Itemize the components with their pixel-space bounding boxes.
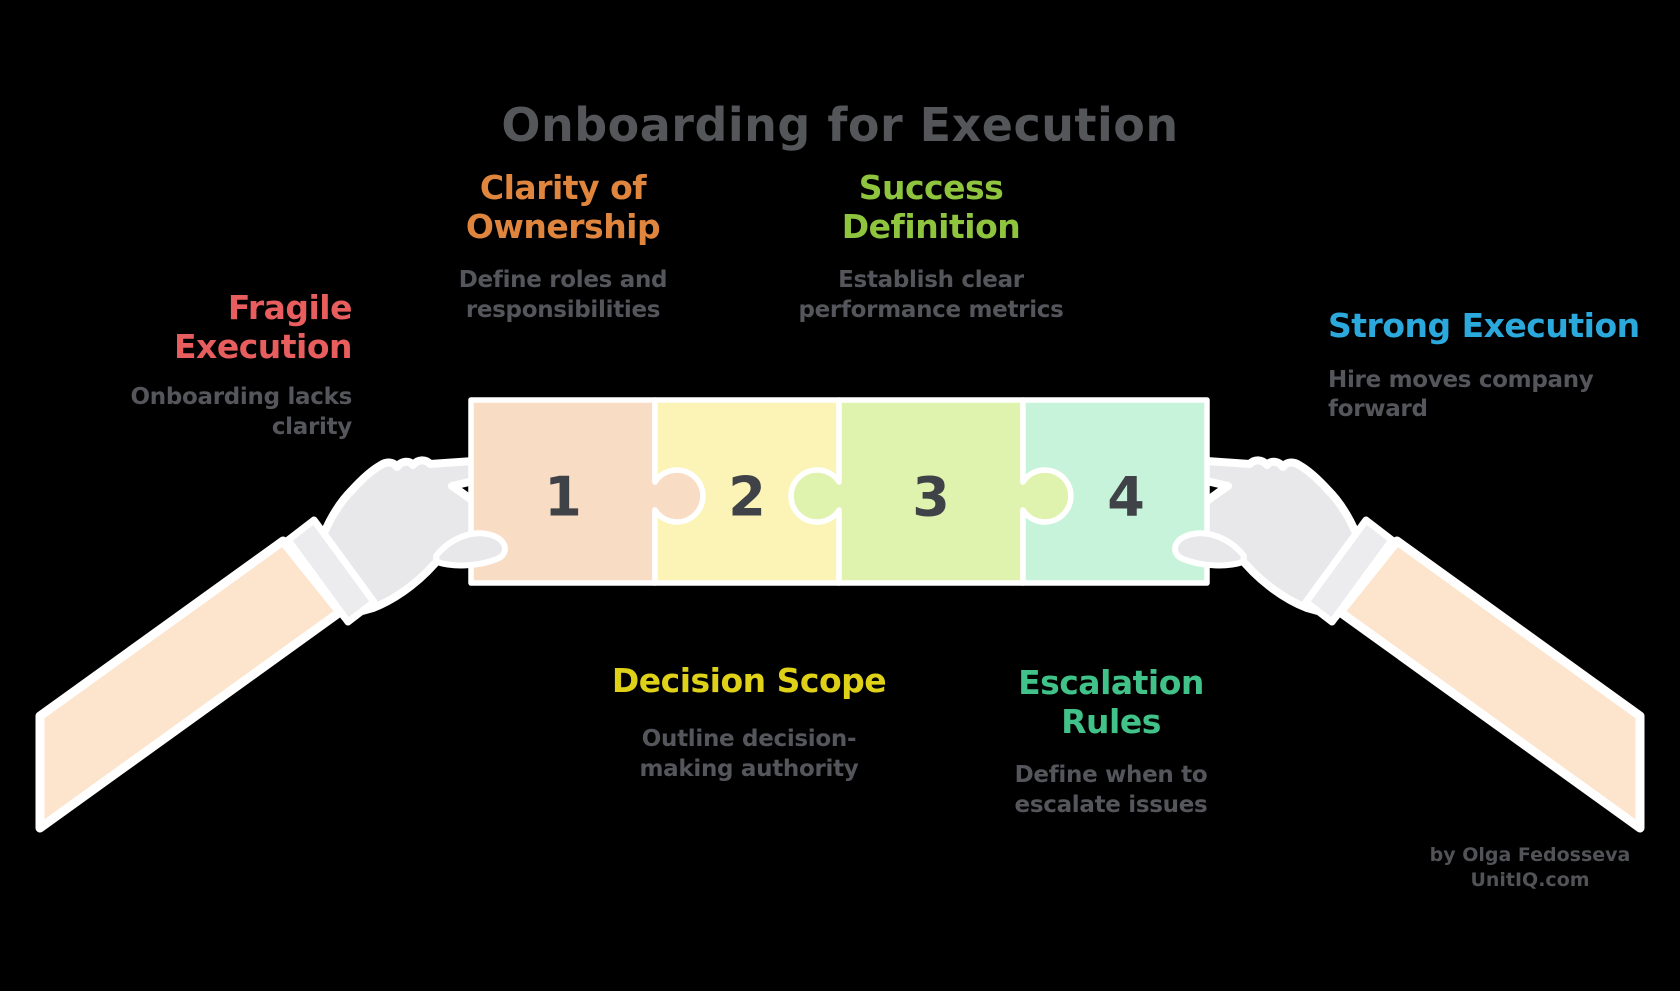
callout-strong-heading-line1: Strong Execution (1328, 306, 1640, 345)
callout-clarity-body-line2: responsibilities (465, 297, 661, 323)
callout-clarity-body-line1: Define roles and (458, 267, 668, 293)
callout-fragile-body-line2: clarity (271, 414, 352, 440)
attribution-site: UnitIQ.com (1470, 869, 1590, 891)
callout-clarity-heading-line2: Ownership (465, 207, 661, 246)
piece-number-4: 4 (1107, 466, 1145, 529)
callout-success-body-line2: performance metrics (798, 297, 1064, 323)
callout-fragile-heading-line2: Execution (173, 327, 353, 366)
callout-escalation-heading-line2: Rules (1061, 702, 1161, 741)
callout-escalation-body: Define when to escalate issues (961, 760, 1261, 820)
left-arm-geometry (40, 460, 506, 828)
callout-decision-heading: Decision Scope (599, 661, 899, 700)
callout-decision-body-line1: Outline decision- (641, 726, 857, 752)
callout-decision-body: Outline decision- making authority (599, 724, 899, 784)
callout-decision-body-line2: making authority (639, 756, 859, 782)
callout-fragile-heading: Fragile Execution (102, 288, 353, 366)
callout-strong-body: Hire moves company forward (1328, 366, 1668, 424)
callout-fragile-heading-line1: Fragile (227, 288, 353, 327)
attribution: by Olga Fedosseva UnitIQ.com (1390, 843, 1670, 893)
piece-number-1: 1 (544, 466, 582, 529)
callout-success-heading-line2: Definition (841, 207, 1021, 246)
callout-success-body: Establish clear performance metrics (771, 265, 1091, 325)
callout-strong-heading: Strong Execution (1328, 306, 1668, 345)
callout-fragile-body-line1: Onboarding lacks (130, 384, 353, 410)
callout-strong-body-line1: Hire moves company (1328, 367, 1594, 393)
callout-escalation-heading-line1: Escalation (1018, 663, 1204, 702)
callout-success-heading-line1: Success (858, 168, 1004, 207)
callout-clarity-heading: Clarity of Ownership (413, 168, 713, 246)
callout-escalation-body-line1: Define when to (1014, 762, 1208, 788)
callout-clarity-heading-line1: Clarity of (479, 168, 647, 207)
callout-strong-body-line2: forward (1328, 396, 1428, 422)
puzzle-piece-4 (1020, 397, 1210, 586)
piece-number-3: 3 (912, 466, 950, 529)
piece-number-2: 2 (728, 466, 766, 529)
callout-clarity-body: Define roles and responsibilities (413, 265, 713, 325)
callout-escalation-heading: Escalation Rules (961, 663, 1261, 741)
callout-fragile-body: Onboarding lacks clarity (92, 382, 353, 442)
callout-decision-heading-line1: Decision Scope (611, 661, 887, 700)
page-title: Onboarding for Execution (501, 98, 1179, 152)
callout-success-body-line1: Establish clear (838, 267, 1024, 293)
callout-success-heading: Success Definition (781, 168, 1081, 246)
attribution-author: by Olga Fedosseva (1429, 844, 1631, 866)
callout-escalation-body-line2: escalate issues (1014, 792, 1208, 818)
